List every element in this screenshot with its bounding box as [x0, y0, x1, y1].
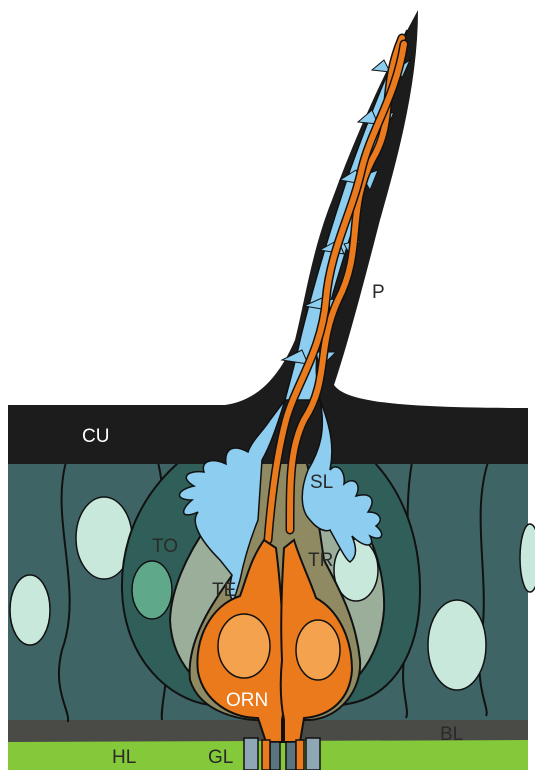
label-orn: ORN	[226, 690, 268, 711]
label-thecogen: TE	[212, 580, 236, 601]
label-pore: P	[372, 282, 385, 303]
label-sensillum-lymph: SL	[310, 472, 333, 493]
label-basal-lamina: BL	[440, 724, 463, 745]
orn-nucleus-right	[296, 620, 340, 680]
orn-nucleus-left	[218, 614, 270, 678]
label-glia: GL	[208, 747, 233, 768]
label-trichogen: TR	[308, 550, 333, 571]
label-hemolymph: HL	[112, 747, 136, 768]
label-tormogen: TO	[152, 536, 178, 557]
tormogen-nucleus	[132, 561, 172, 619]
cuticle	[8, 10, 528, 464]
label-cuticle: CU	[82, 426, 109, 447]
